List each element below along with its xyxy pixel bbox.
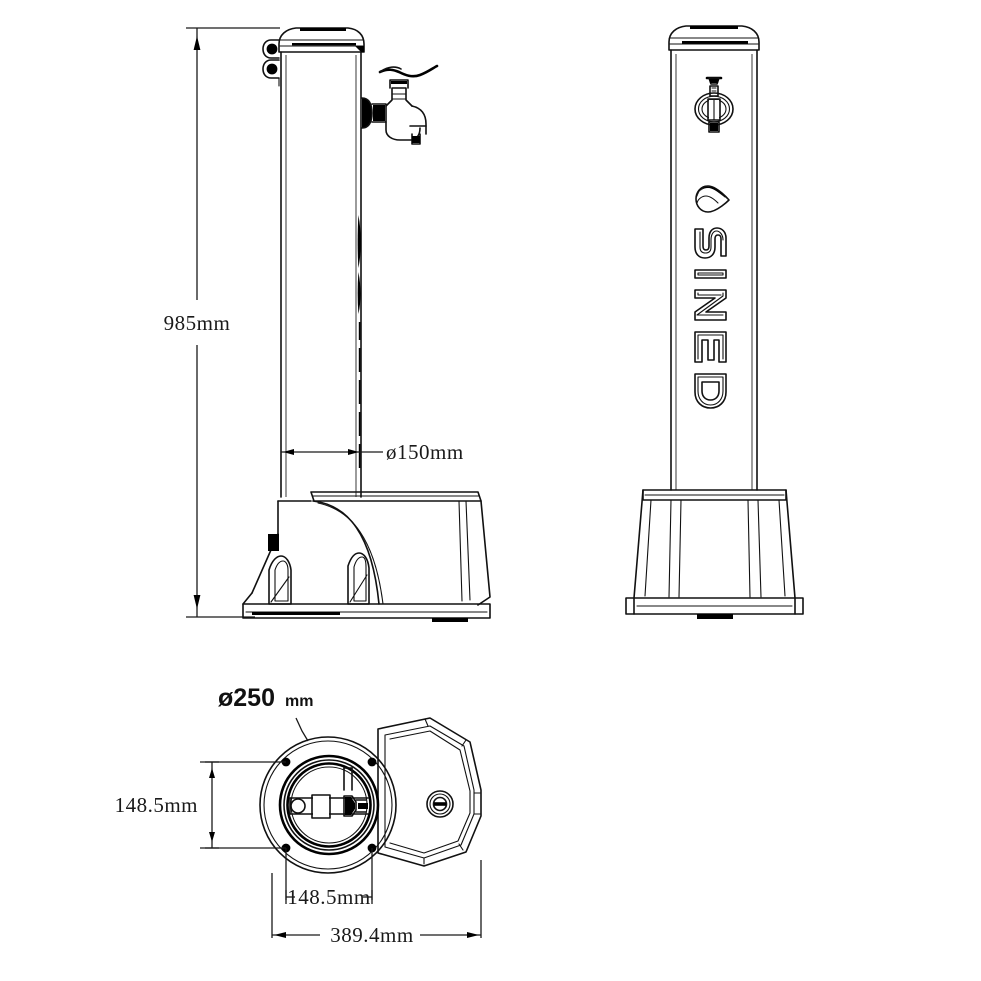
top-drain-cap	[426, 790, 454, 818]
side-base	[625, 489, 804, 619]
top-extension-lines	[200, 761, 482, 938]
front-base-ribs	[268, 552, 370, 605]
dimension-hole-spacing-horizontal: 148.5mm	[285, 885, 373, 909]
front-hinge-lugs	[262, 39, 280, 87]
top-tap-body	[289, 767, 369, 819]
sined-logo	[694, 185, 730, 409]
dimension-column-diameter: ø150mm	[281, 440, 464, 464]
dimension-height-label: 985mm	[164, 311, 231, 335]
dimension-hole-spacing-vertical: 148.5mm	[115, 761, 219, 849]
front-base	[242, 491, 491, 622]
front-tap	[361, 64, 439, 145]
front-column	[262, 27, 365, 498]
dimension-base-diameter-unit: mm	[285, 693, 313, 710]
side-column-cap	[668, 25, 760, 51]
front-elevation-view: 985mm	[164, 27, 491, 622]
front-column-cap	[278, 27, 365, 53]
water-drop-icon	[695, 185, 730, 213]
dimension-overall-depth-label: 389.4mm	[330, 923, 413, 947]
sined-letters	[694, 227, 727, 409]
top-base-outline	[377, 717, 482, 867]
dimension-overall-depth: 389.4mm	[272, 923, 481, 947]
top-base-circle	[259, 736, 397, 874]
side-tap-plate	[694, 76, 734, 133]
dimension-hole-spacing-horizontal-label: 148.5mm	[287, 885, 370, 909]
side-column	[668, 25, 760, 491]
side-elevation-view	[625, 25, 804, 619]
dimension-hole-spacing-vertical-label: 148.5mm	[115, 793, 198, 817]
top-plan-view: ø250 mm	[115, 684, 482, 947]
dimension-column-diameter-label: ø150mm	[386, 440, 464, 464]
dimension-height-985: 985mm	[164, 27, 280, 618]
dimension-base-diameter: ø250 mm	[218, 684, 313, 742]
dimension-base-diameter-label: ø250	[218, 684, 275, 712]
